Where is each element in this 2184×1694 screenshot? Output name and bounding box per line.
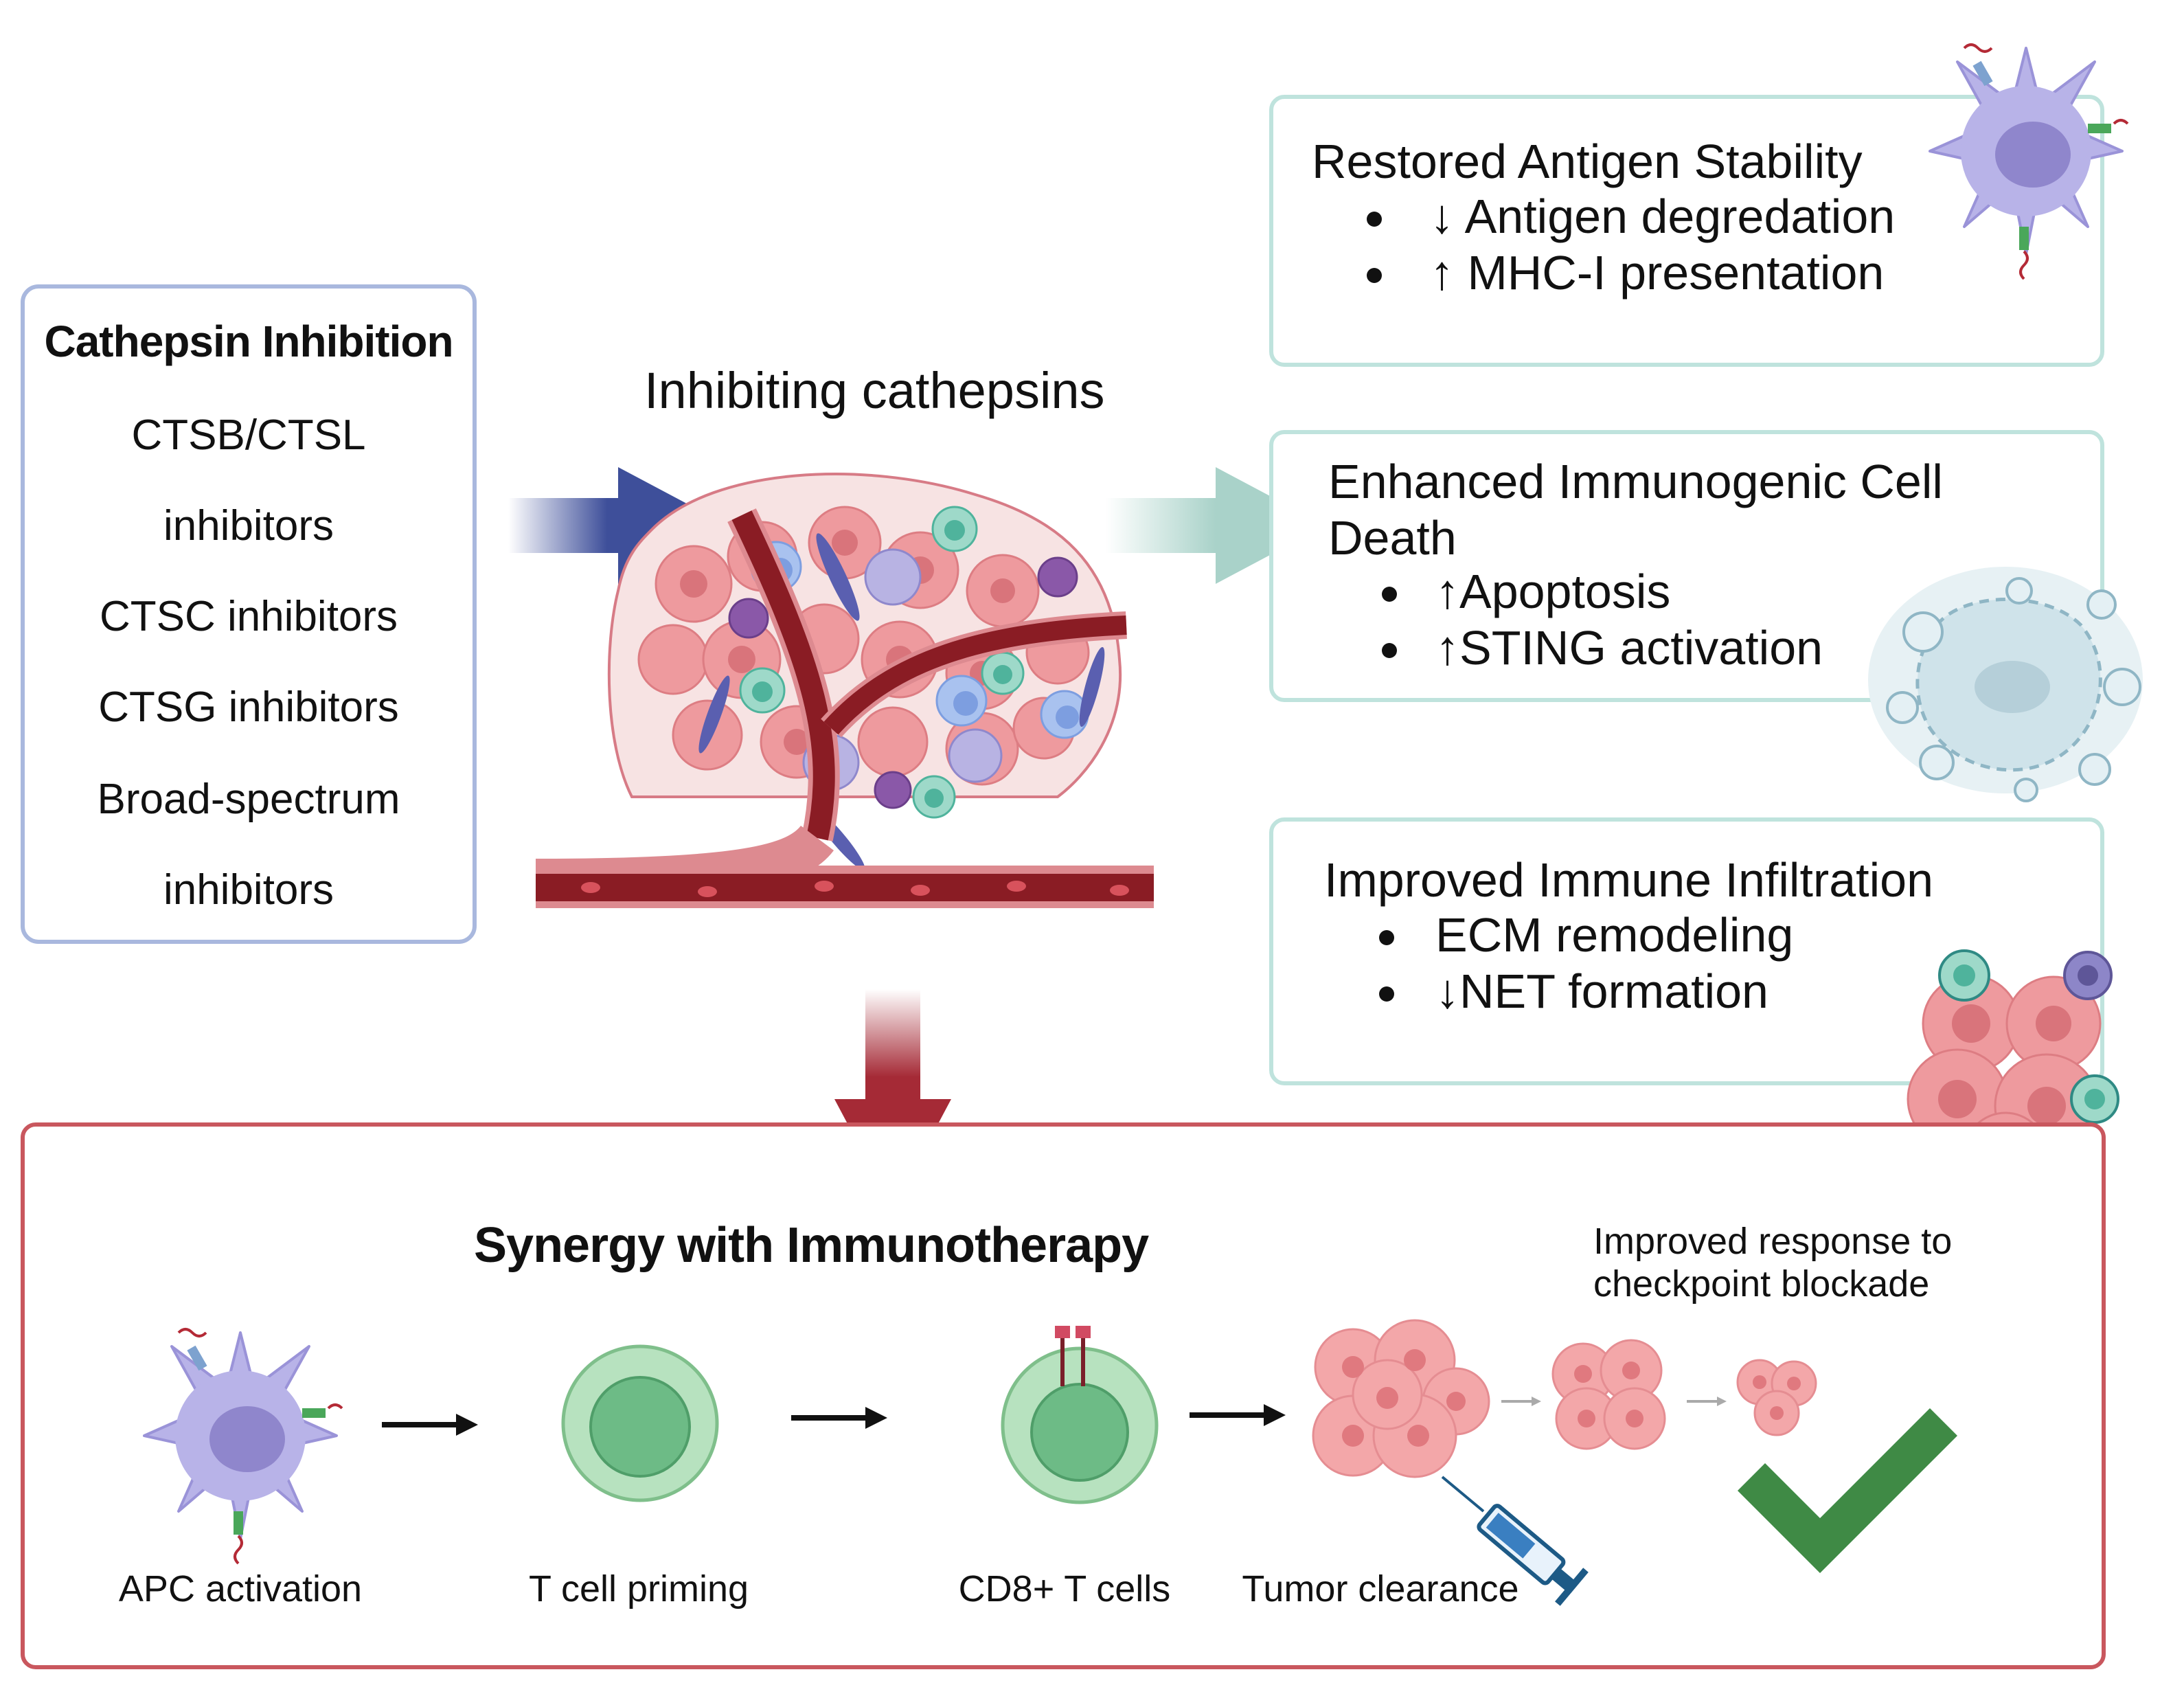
apc-dendritic-cell-icon — [143, 1328, 343, 1565]
small-arrow-icon — [1501, 1397, 1541, 1406]
outcome-immune-infiltration-box: Improved Immune Infiltration ECM remodel… — [1269, 817, 2104, 1085]
bullet-icon — [1382, 643, 1397, 658]
step-arrow-icon — [382, 1414, 478, 1436]
bullet-icon — [1367, 212, 1382, 227]
step-arrow-icon — [1190, 1404, 1286, 1426]
step-label-apc: APC activation — [118, 1568, 363, 1610]
check-mark-icon — [1738, 1408, 1957, 1573]
medium-tumor-icon — [1551, 1339, 1666, 1450]
t-cell-icon — [561, 1344, 719, 1502]
inhibition-title: Cathepsin Inhibition — [44, 317, 453, 366]
inhibitor-item: CTSC inhibitors — [99, 593, 398, 640]
tumor-microenvironment-icon — [535, 473, 1154, 908]
inhibiting-cathepsins-title: Inhibiting cathepsins — [644, 362, 1105, 419]
response-label: Improved response to — [1593, 1221, 1953, 1262]
inhibitor-item: Broad-spectrum — [97, 776, 400, 823]
outcome-title: Enhanced Immunogenic Cell — [1328, 455, 1943, 508]
syringe-icon — [1441, 1476, 1589, 1606]
inhibitor-item: inhibitors — [163, 866, 334, 914]
apoptotic-cell-icon — [1868, 567, 2143, 802]
cd8-t-cell-icon — [1001, 1326, 1159, 1504]
outcome-item: ↓NET formation — [1435, 964, 1768, 1018]
cathepsin-inhibition-panel: Cathepsin Inhibition CTSB/CTSL inhibitor… — [21, 284, 477, 944]
outcome-item: ↓ Antigen degredation — [1430, 190, 1896, 243]
outcome-item: ↑Apoptosis — [1435, 565, 1671, 618]
large-tumor-icon — [1312, 1319, 1490, 1478]
outcome-item: ↑ MHC-I presentation — [1430, 246, 1885, 300]
response-label: checkpoint blockade — [1593, 1263, 1930, 1305]
bullet-icon — [1379, 986, 1394, 1002]
step-arrow-icon — [791, 1407, 887, 1429]
small-tumor-icon — [1736, 1359, 1817, 1436]
bullet-icon — [1382, 587, 1397, 602]
bullet-icon — [1367, 268, 1382, 283]
outcome-item: ECM remodeling — [1435, 908, 1794, 962]
inhibitor-item: CTSB/CTSL — [131, 411, 366, 459]
step-label-tumor-clearance: Tumor clearance — [1242, 1568, 1519, 1610]
bullet-icon — [1379, 930, 1394, 945]
outcome-item: ↑STING activation — [1435, 621, 1823, 675]
small-arrow-icon — [1687, 1397, 1727, 1406]
outcome-title: Restored Antigen Stability — [1312, 135, 1863, 188]
inhibitor-item: inhibitors — [163, 502, 334, 550]
dendritic-cell-icon — [1929, 43, 2129, 280]
synergy-title: Synergy with Immunotherapy — [474, 1218, 1149, 1273]
outcome-title: Improved Immune Infiltration — [1324, 853, 1934, 907]
inhibitor-item: CTSG inhibitors — [98, 684, 399, 731]
outcome-title: Death — [1328, 511, 1457, 565]
outcome-immunogenic-cell-death-box: Enhanced Immunogenic Cell Death ↑Apoptos… — [1269, 430, 2104, 702]
step-label-cd8: CD8+ T cells — [958, 1568, 1171, 1610]
step-label-t-cell-priming: T cell priming — [528, 1568, 749, 1610]
